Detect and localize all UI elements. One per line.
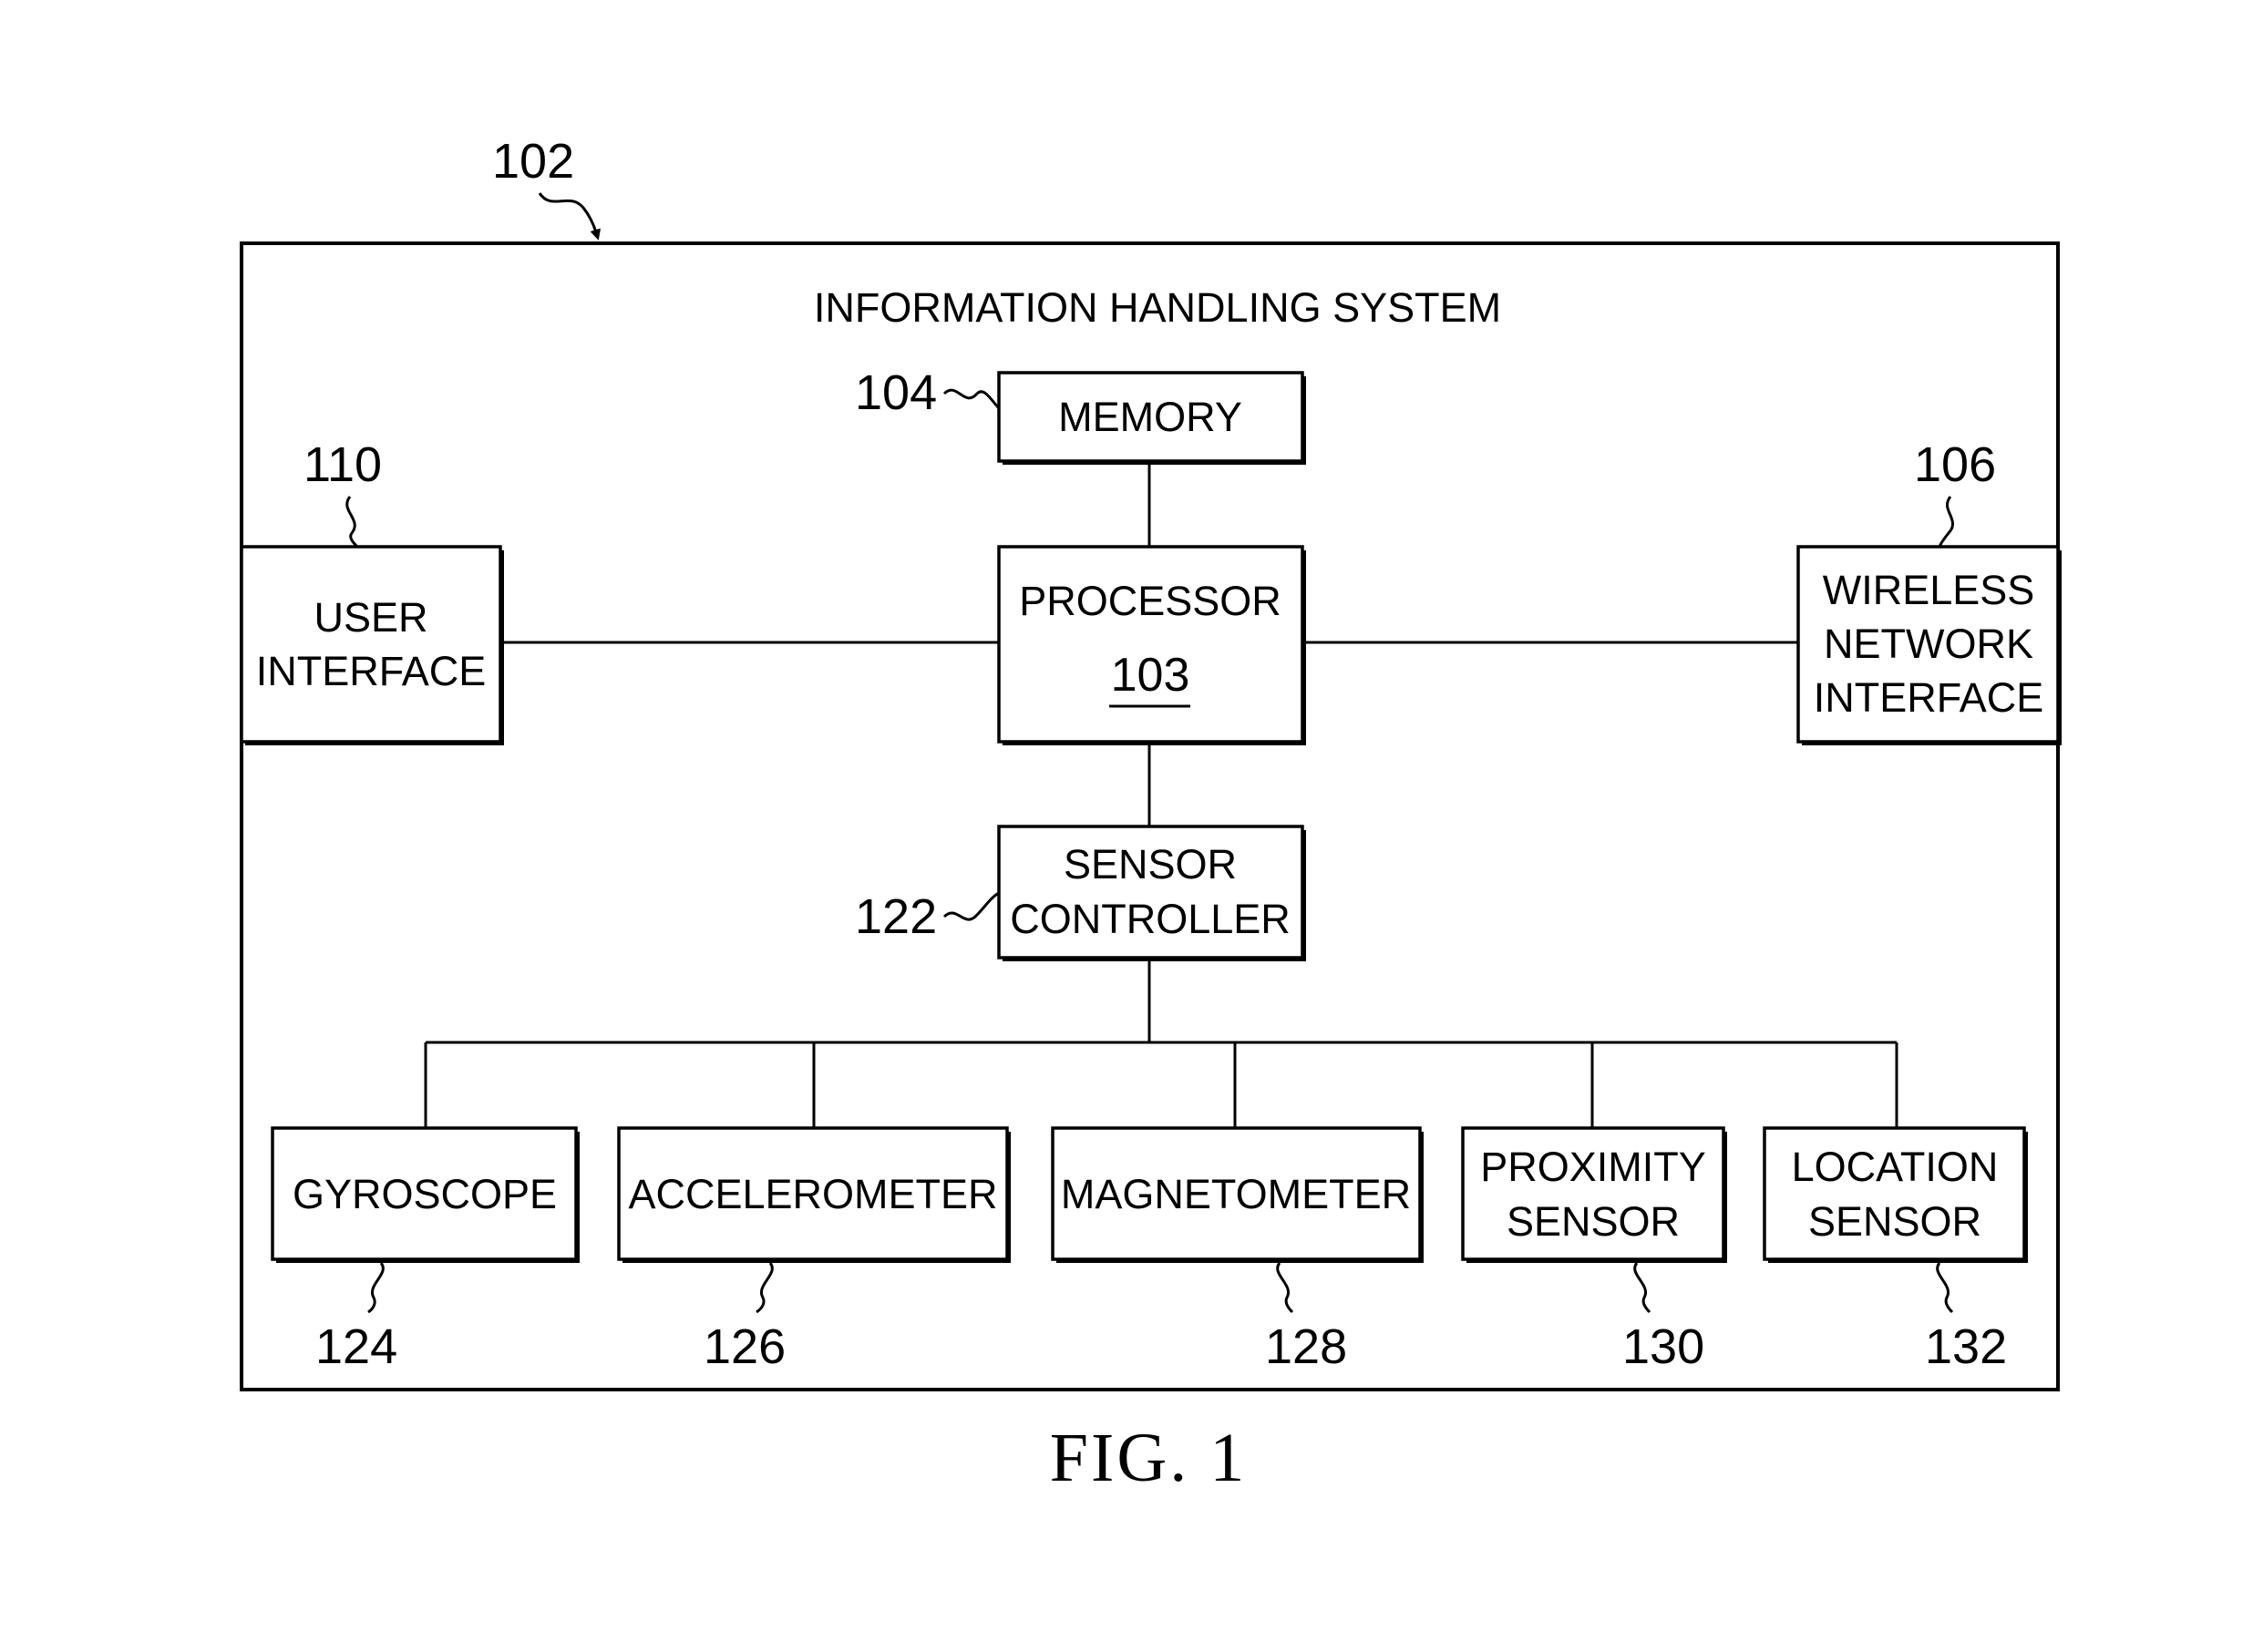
magnetometer-label: MAGNETOMETER [1061, 1171, 1411, 1217]
sensor-controller-ref-number: 122 [855, 889, 937, 944]
proximity-sensor-line2: SENSOR [1507, 1198, 1680, 1245]
proximity-ref-leader [1635, 1263, 1650, 1312]
magnetometer-block: MAGNETOMETER [1053, 1128, 1424, 1263]
magnetometer-ref-leader [1278, 1263, 1292, 1312]
user-interface-line2: INTERFACE [256, 648, 487, 694]
sensor-controller-block: SENSOR CONTROLLER [999, 826, 1306, 961]
user-interface-line1: USER [314, 594, 427, 641]
memory-label: MEMORY [1058, 394, 1242, 440]
magnetometer-ref-number: 128 [1265, 1319, 1347, 1374]
wireless-ref-leader [1939, 497, 1953, 547]
gyroscope-ref-leader [368, 1263, 383, 1312]
system-title: INFORMATION HANDLING SYSTEM [814, 284, 1501, 331]
proximity-ref-number: 130 [1622, 1319, 1704, 1374]
sensor-controller-ref-leader [944, 893, 999, 919]
accelerometer-ref-number: 126 [704, 1319, 786, 1374]
gyroscope-ref-number: 124 [315, 1319, 397, 1374]
system-ref-number: 102 [492, 134, 574, 189]
processor-number: 103 [1111, 649, 1190, 702]
memory-ref-number: 104 [855, 365, 937, 420]
location-ref-leader [1938, 1263, 1952, 1312]
wireless-line3: INTERFACE [1814, 674, 2044, 721]
location-ref-number: 132 [1925, 1319, 2007, 1374]
location-sensor-line2: SENSOR [1808, 1198, 1981, 1245]
accelerometer-ref-leader [756, 1263, 772, 1312]
accelerometer-label: ACCELEROMETER [628, 1171, 997, 1217]
wireless-network-interface-block: WIRELESS NETWORK INTERFACE [1798, 547, 2062, 745]
accelerometer-block: ACCELEROMETER [619, 1128, 1011, 1263]
sensor-controller-line2: CONTROLLER [1010, 896, 1291, 942]
wireless-line1: WIRELESS [1823, 567, 2035, 613]
memory-block: MEMORY [999, 373, 1306, 465]
processor-label: PROCESSOR [1019, 578, 1281, 624]
location-sensor-block: LOCATION SENSOR [1764, 1128, 2028, 1263]
gyroscope-label: GYROSCOPE [293, 1171, 557, 1217]
user-interface-block: USER INTERFACE [242, 547, 504, 745]
user-interface-ref-number: 110 [303, 437, 382, 492]
user-interface-ref-leader [347, 497, 357, 547]
wireless-ref-number: 106 [1914, 437, 1996, 492]
location-sensor-line1: LOCATION [1792, 1144, 1999, 1190]
figure-caption: FIG. 1 [1050, 1420, 1247, 1496]
system-ref-arrow [540, 193, 597, 235]
proximity-sensor-block: PROXIMITY SENSOR [1463, 1128, 1727, 1263]
sensor-controller-line1: SENSOR [1064, 841, 1237, 888]
wireless-line2: NETWORK [1824, 621, 2033, 667]
gyroscope-block: GYROSCOPE [273, 1128, 580, 1263]
processor-block: PROCESSOR 103 [999, 547, 1306, 745]
proximity-sensor-line1: PROXIMITY [1480, 1144, 1706, 1190]
memory-ref-leader [944, 390, 999, 408]
